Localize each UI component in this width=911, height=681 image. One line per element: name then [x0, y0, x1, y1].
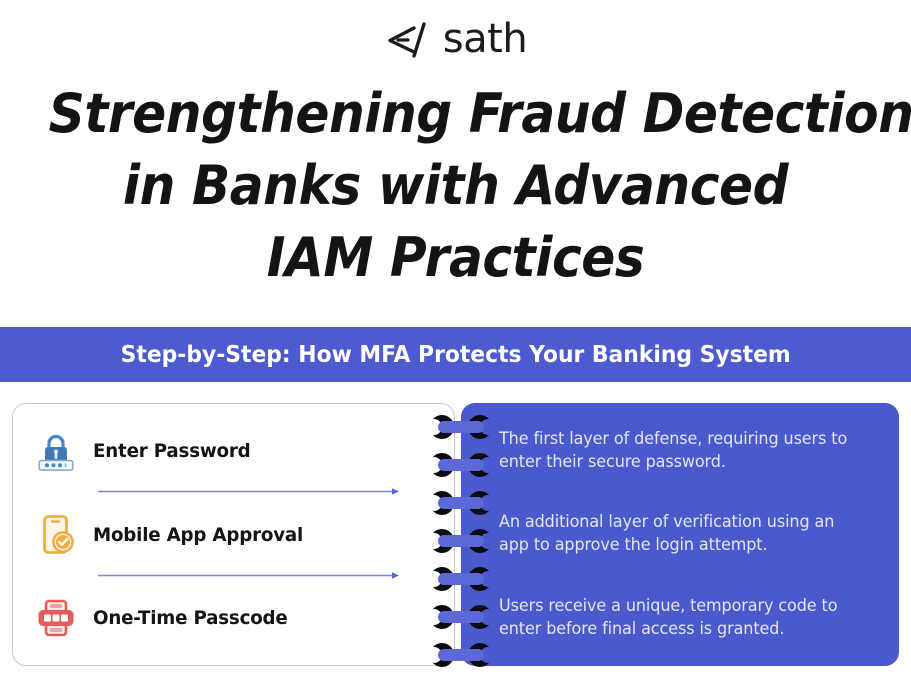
mobile-phone-check-icon — [35, 513, 77, 557]
brand-name: sath — [442, 16, 528, 62]
mfa-steps-notebook: Enter Password Mobile App Approval — [0, 403, 911, 669]
spiral-ring-bar — [438, 573, 484, 585]
step-connector-arrow — [98, 488, 399, 495]
step-label: Enter Password — [93, 440, 251, 462]
spiral-ring-bar — [438, 459, 484, 471]
descriptions-card: The first layer of defense, requiring us… — [461, 403, 899, 666]
step-description: The first layer of defense, requiring us… — [499, 429, 848, 472]
spiral-ring — [425, 529, 497, 553]
spiral-ring — [425, 491, 497, 515]
code-slash-mark-icon — [388, 22, 426, 58]
padlock-password-icon — [35, 429, 77, 473]
spiral-ring-notch — [480, 457, 496, 473]
step-description: An additional layer of verification usin… — [499, 512, 835, 555]
spiral-ring-notch — [480, 495, 496, 511]
page-title-line-1: Strengthening Fraud Detection — [48, 82, 911, 145]
page-title-line-2: in Banks with Advanced — [122, 153, 789, 217]
step-row: Enter Password — [35, 429, 435, 473]
step-row: Mobile App Approval — [35, 513, 435, 557]
section-banner-text: Step-by-Step: How MFA Protects Your Bank… — [120, 341, 791, 368]
spiral-ring — [425, 567, 497, 591]
spiral-ring — [425, 415, 497, 439]
step-row: One-Time Passcode — [35, 596, 435, 640]
brand-header: sath — [0, 0, 911, 78]
spiral-ring-notch — [480, 571, 496, 587]
spiral-ring-notch — [480, 533, 496, 549]
page-title: Strengthening Fraud Detection in Banks w… — [32, 78, 911, 293]
spiral-ring-bar — [438, 649, 484, 661]
step-description: Users receive a unique, temporary code t… — [499, 596, 838, 639]
step-label: Mobile App Approval — [93, 524, 304, 546]
step-label: One-Time Passcode — [93, 607, 288, 629]
spiral-ring-notch — [480, 609, 496, 625]
spiral-binding — [425, 403, 497, 667]
spiral-ring-bar — [438, 497, 484, 509]
section-banner: Step-by-Step: How MFA Protects Your Bank… — [0, 327, 911, 382]
spiral-ring-notch — [480, 647, 496, 663]
sath-logo: sath — [384, 16, 528, 62]
spiral-ring-notch — [480, 419, 496, 435]
step-connector-arrow — [98, 572, 399, 579]
spiral-ring — [425, 643, 497, 667]
steps-list-card: Enter Password Mobile App Approval — [12, 403, 455, 666]
spiral-ring — [425, 453, 497, 477]
spiral-ring — [425, 605, 497, 629]
spiral-ring-bar — [438, 421, 484, 433]
otp-token-device-icon — [35, 596, 77, 640]
spiral-ring-bar — [438, 535, 484, 547]
spiral-ring-bar — [438, 611, 484, 623]
page-title-line-3: IAM Practices — [266, 225, 645, 289]
